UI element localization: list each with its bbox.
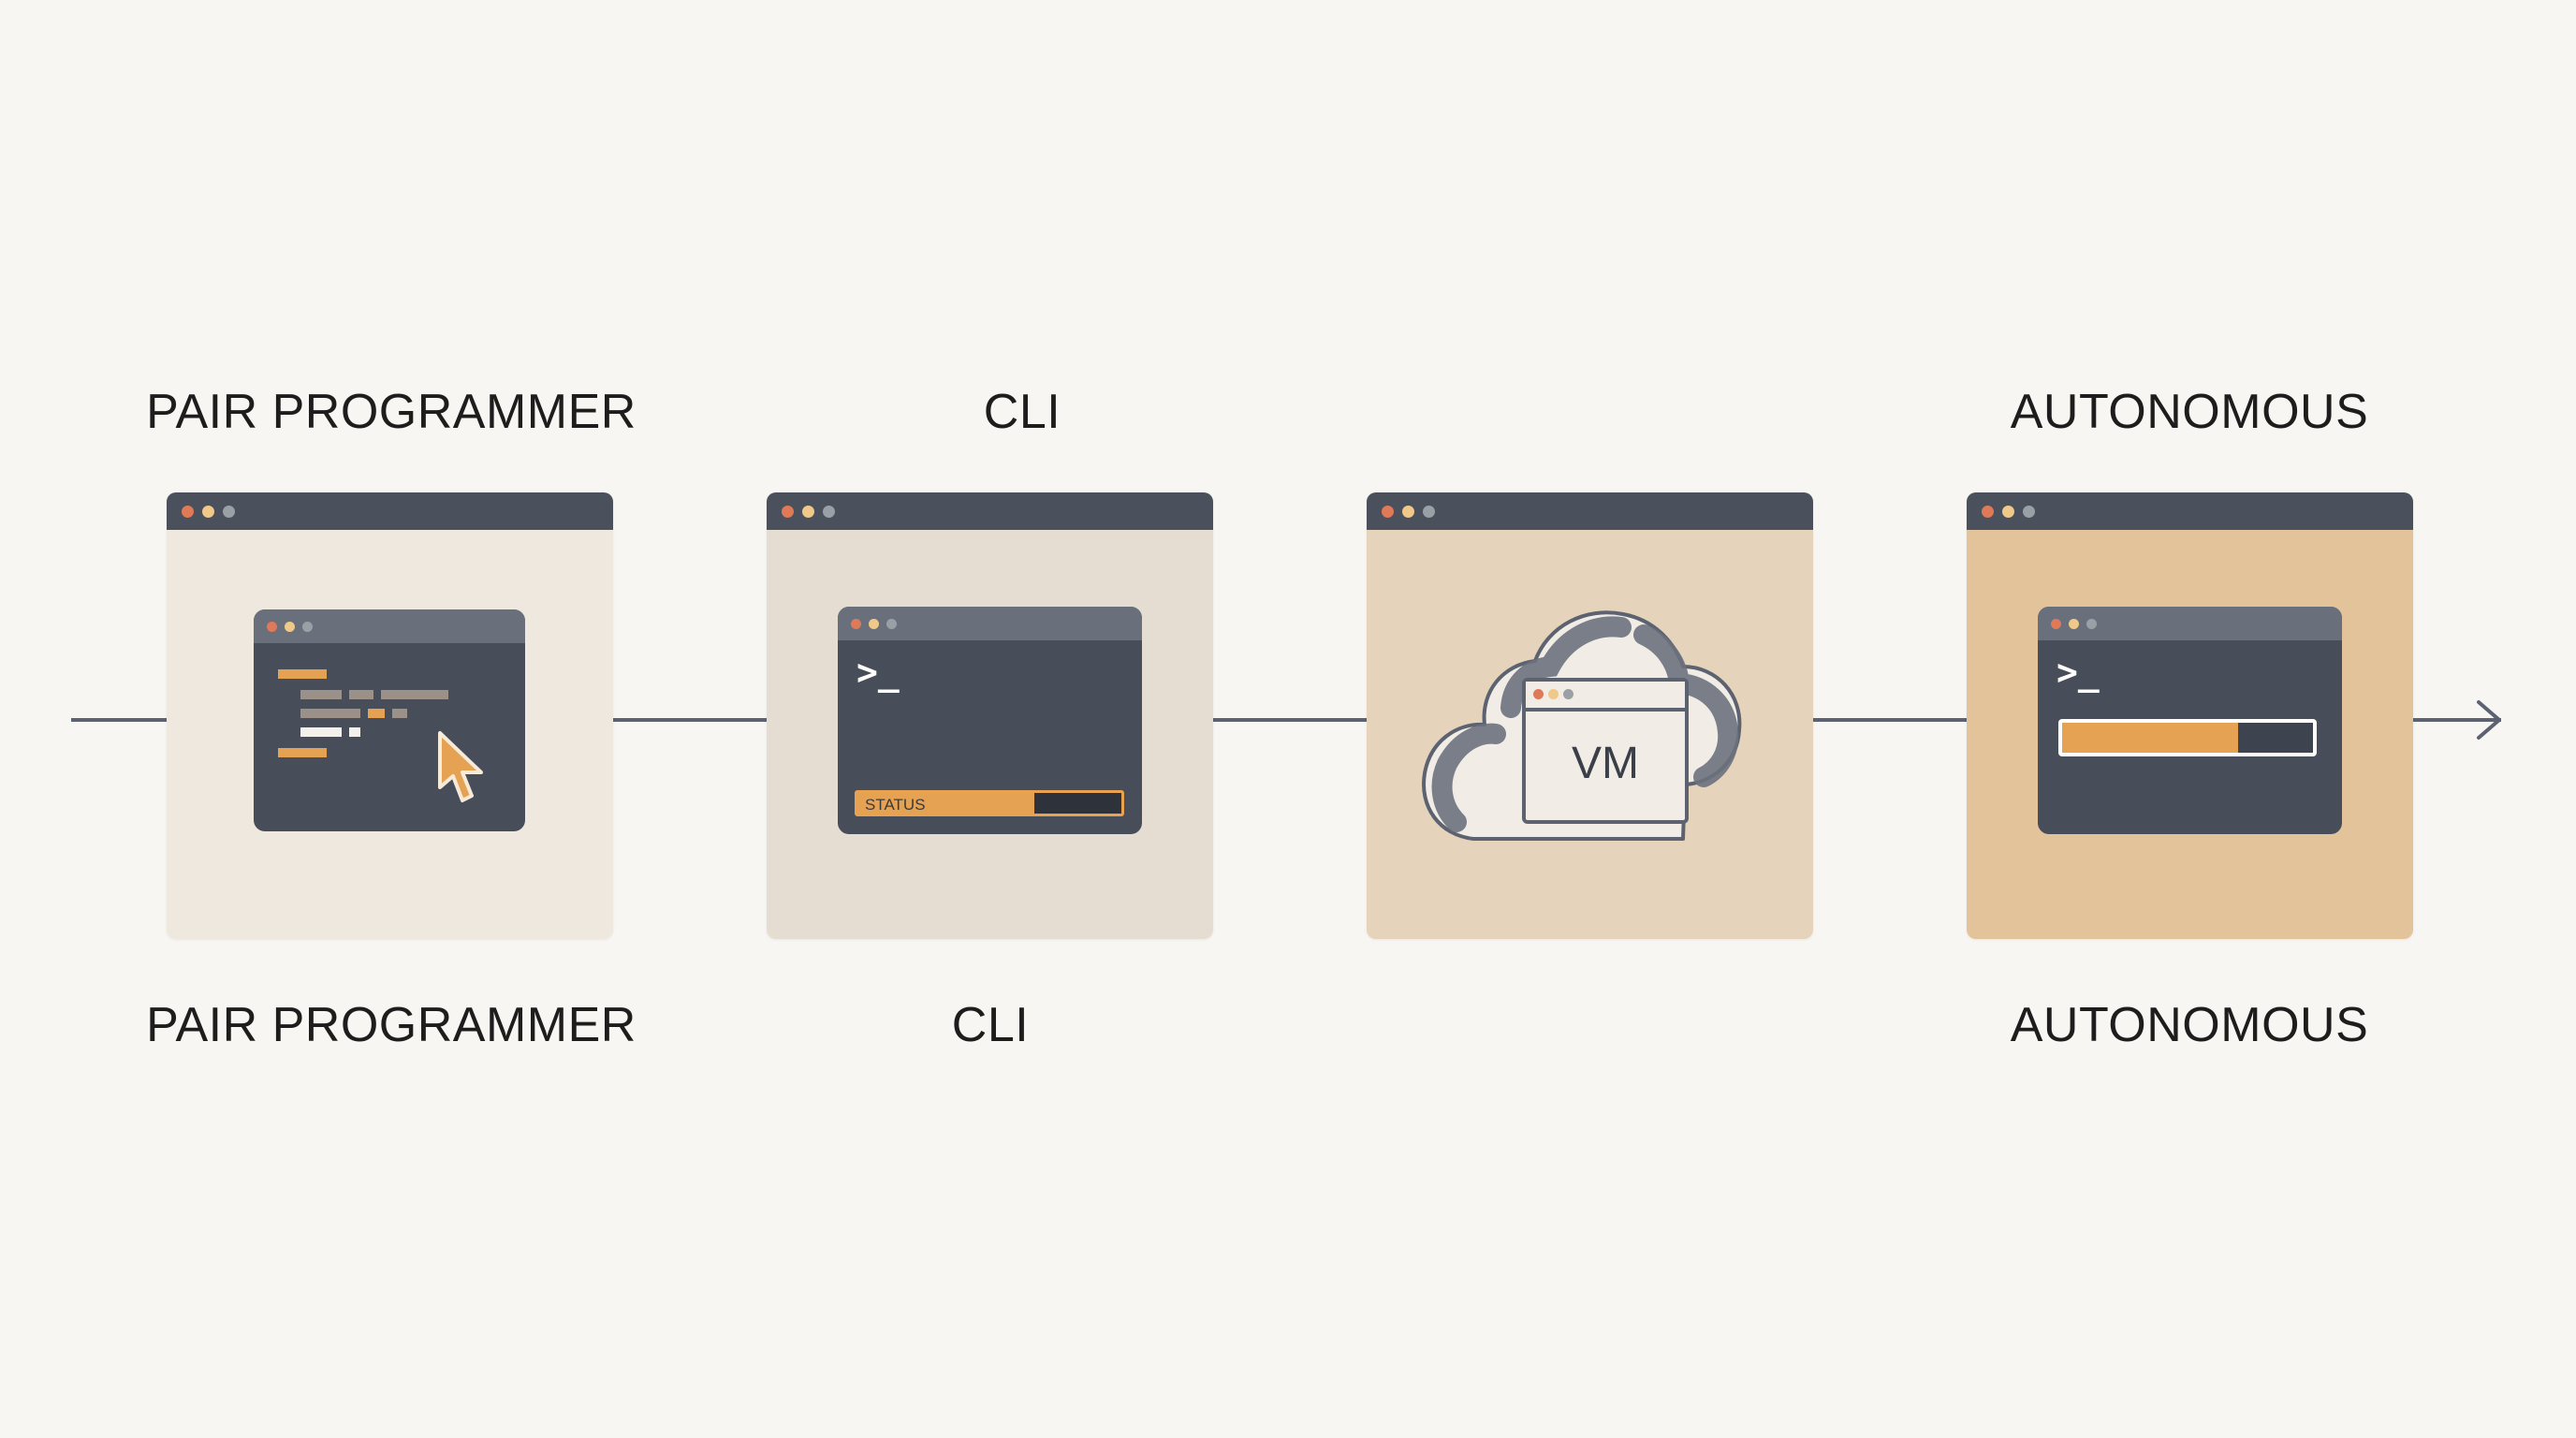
code-line: [300, 709, 360, 718]
cursor-arrow-icon: [438, 731, 483, 802]
terminal-prompt: >_: [856, 652, 900, 693]
progress-bar: [2058, 719, 2317, 756]
code-line: [278, 669, 327, 679]
close-dot-icon: [182, 506, 194, 518]
label-bottom-autonomous: AUTONOMOUS: [2010, 998, 2369, 1052]
label-top-cli: CLI: [983, 385, 1061, 439]
code-line: [368, 709, 385, 718]
label-top-autonomous: AUTONOMOUS: [2010, 385, 2369, 439]
close-dot-icon: [1382, 506, 1394, 518]
label-bottom-pair-programmer: PAIR PROGRAMMER: [146, 998, 637, 1052]
stage-card-cli: >_ STATUS: [767, 492, 1213, 939]
minimize-dot-icon: [1402, 506, 1414, 518]
terminal-prompt: >_: [2056, 652, 2100, 693]
window-titlebar: [167, 492, 613, 530]
code-line: [381, 690, 448, 699]
minimize-dot-icon: [802, 506, 814, 518]
maximize-dot-icon: [223, 506, 235, 518]
maximize-dot-icon: [823, 506, 835, 518]
stage-card-autonomous: >_: [1967, 492, 2413, 939]
close-dot-icon: [782, 506, 794, 518]
maximize-dot-icon: [1423, 506, 1435, 518]
stage-card-vm: VM: [1367, 492, 1813, 939]
terminal-icon: >_: [2038, 607, 2342, 834]
window-titlebar: [1967, 492, 2413, 530]
code-line: [300, 690, 342, 699]
close-dot-icon: [1982, 506, 1994, 518]
terminal-icon: >_ STATUS: [838, 607, 1142, 834]
flow-line-3-4: [1811, 718, 1967, 722]
window-titlebar: [767, 492, 1213, 530]
code-line: [300, 727, 342, 737]
flow-line-start: [71, 718, 167, 722]
status-bar: STATUS: [855, 790, 1124, 816]
status-label: STATUS: [865, 796, 926, 814]
flow-line-end: [2411, 718, 2501, 722]
code-line: [392, 709, 407, 718]
code-line: [349, 727, 360, 737]
code-line: [278, 748, 327, 757]
label-top-pair-programmer: PAIR PROGRAMMER: [146, 385, 637, 439]
minimize-dot-icon: [202, 506, 214, 518]
window-titlebar: [1367, 492, 1813, 530]
status-bar-fill: [857, 793, 1034, 814]
label-bottom-cli: CLI: [951, 998, 1030, 1052]
code-editor-icon: [254, 609, 525, 831]
code-line: [349, 690, 373, 699]
progress-bar-fill: [2062, 723, 2238, 753]
vm-window-icon: VM: [1522, 678, 1689, 824]
maximize-dot-icon: [2023, 506, 2035, 518]
flow-line-1-2: [611, 718, 767, 722]
arrow-right-icon: [2477, 700, 2501, 740]
flow-line-2-3: [1211, 718, 1367, 722]
vm-label: VM: [1572, 739, 1639, 788]
minimize-dot-icon: [2002, 506, 2014, 518]
stage-card-pair-programmer: [167, 492, 613, 939]
